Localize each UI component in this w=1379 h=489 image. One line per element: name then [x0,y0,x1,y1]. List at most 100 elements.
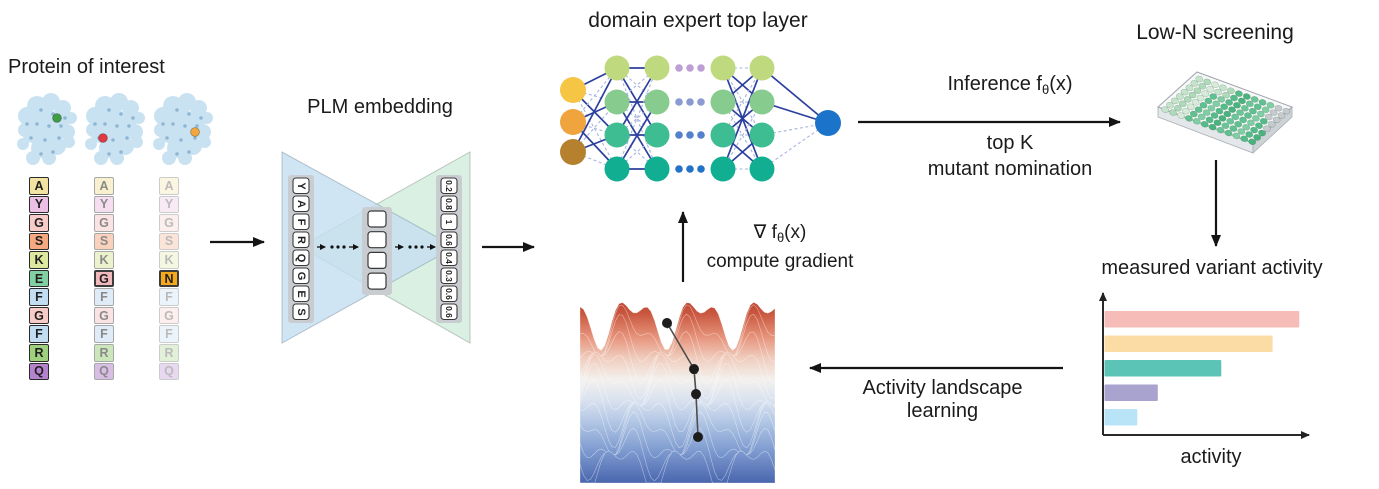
sequence-cell: R [94,343,114,362]
well [1261,106,1270,113]
sequence-cell: F [159,288,179,306]
landscape-surface [579,301,776,483]
ellipsis-dot [675,131,683,139]
sequence-cell: F [29,325,49,343]
gradient-ascent-path [662,318,703,442]
sequence-cell: A [29,177,49,195]
sequence-cell: S [159,232,179,251]
well [1250,96,1259,103]
svg-text:0.6: 0.6 [444,306,454,318]
svg-text:A: A [295,200,307,208]
well [1183,96,1192,103]
svg-text:E: E [295,290,307,297]
well [1192,118,1201,125]
well [1186,103,1195,110]
well [1234,120,1243,128]
svg-text:F: F [295,219,307,226]
ellipsis-dot [697,98,705,106]
svg-text:G: G [295,272,307,281]
ellipsis-dot [697,165,705,173]
chart-x-axis-label: activity [1180,446,1242,468]
well [1218,115,1227,122]
well [1212,100,1221,108]
well [1185,84,1194,92]
sequence-cell: Q [29,362,49,381]
learning-text: learning [906,400,979,422]
well [1209,93,1218,100]
sequence-cell: Q [159,362,179,381]
hidden-node [749,156,775,182]
svg-text:0.2: 0.2 [444,180,454,192]
protein-section-title: Protein of interest [8,56,165,78]
bar [1104,409,1138,426]
theta-subscript: θ [776,230,785,245]
output-node [815,110,841,136]
well [1193,87,1202,94]
sequence-cell: K [29,251,49,269]
landscape-learning-label: Activity landscape learning [825,377,1060,423]
well [1196,94,1205,102]
hidden-node [644,156,670,182]
well [1245,131,1254,138]
sequence-cell: R [159,343,179,362]
inference-label: Inference fθ(x) [880,72,1140,102]
svg-text:0.6: 0.6 [444,288,454,300]
sequence-cell: Y [29,195,49,214]
well [1213,119,1222,127]
well [1223,110,1232,118]
well [1253,103,1262,110]
hidden-node [749,89,775,115]
well [1214,88,1222,96]
well [1178,100,1187,108]
top-k-text: top K [986,132,1034,154]
well [1175,93,1184,100]
well [1185,115,1193,122]
encoder-ellipsis-arrows [317,244,359,250]
bar [1104,311,1300,328]
sequence-cell: G [159,214,179,232]
mutation-site-spot [190,127,200,137]
well [1219,84,1227,92]
sequence-cell: Y [94,195,114,214]
well [1252,115,1260,122]
hidden-node [644,122,670,148]
well [1258,129,1266,137]
well [1248,138,1257,145]
well [1198,83,1207,90]
hidden-node [604,55,630,81]
well [1244,112,1252,119]
hidden-node [604,89,630,115]
well [1220,103,1229,110]
ellipsis-dot [675,64,683,72]
ascent-point [691,389,701,399]
well [1245,100,1254,108]
sequence-cell: G [94,214,114,232]
well [1235,90,1243,97]
well [1230,94,1238,102]
sequence-cell: K [159,251,179,269]
decoder-ellipsis-arrows [395,244,436,250]
ascent-point [689,364,699,374]
well [1277,112,1286,119]
sequence-cell: A [159,177,179,195]
ellipsis-dot [686,131,694,139]
well [1216,126,1225,134]
well [1195,75,1204,83]
svg-text:1: 1 [444,220,454,225]
well [1206,85,1215,93]
well [1263,125,1271,132]
sequence-cell: G [29,214,49,232]
compute-gradient-text: compute gradient [706,251,854,272]
protein-blob [17,93,77,165]
protein-structures [17,93,213,165]
sequence-cell: G [29,306,49,325]
sequence-cell: S [94,232,114,251]
well [1259,118,1268,125]
sequence-cell: F [159,325,179,343]
ascent-point [662,318,672,328]
well [1229,125,1238,132]
sequence-cell: E [29,269,49,288]
microplate-illustration [1157,71,1293,154]
network-edges [572,67,829,170]
